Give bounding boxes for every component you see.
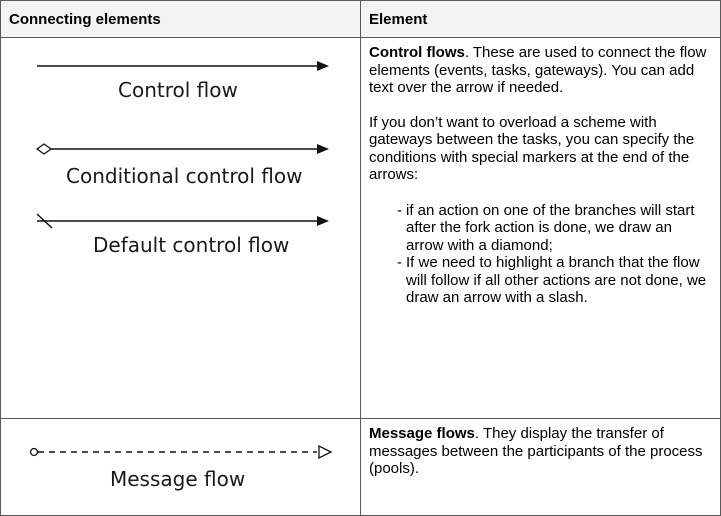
message-flows-diagram: Message flow bbox=[29, 444, 333, 491]
table-row-control-flows: Control flow Conditional control flow De… bbox=[0, 37, 721, 419]
slash-marker-icon bbox=[36, 213, 53, 229]
header-connecting-elements: Connecting elements bbox=[0, 0, 361, 38]
conditional-control-flow-arrow bbox=[35, 143, 329, 155]
control-flows-bullet-list: -if an action on one of the branches wil… bbox=[369, 202, 712, 307]
control-flows-paragraph: If you don’t want to overload a scheme w… bbox=[369, 113, 695, 184]
default-control-flow-arrow bbox=[36, 213, 329, 229]
message-flows-diagram-cell: Message flow bbox=[0, 418, 361, 516]
control-flow-arrow bbox=[37, 61, 329, 71]
message-flow-label: Message flow bbox=[110, 467, 245, 491]
table-row-message-flows: Message flow Message flows. They display… bbox=[0, 418, 721, 516]
list-item: -If we need to highlight a branch that t… bbox=[397, 254, 707, 306]
header-element: Element bbox=[360, 0, 721, 38]
control-flows-diagram: Control flow Conditional control flow De… bbox=[35, 61, 329, 257]
message-flows-intro-text: . They display the transfer of messages … bbox=[369, 425, 703, 477]
message-flow-arrow bbox=[29, 444, 333, 460]
default-control-flow-label: Default control flow bbox=[93, 233, 289, 257]
table-header-row: Connecting elements Element bbox=[0, 0, 721, 38]
open-arrowhead-icon bbox=[318, 444, 333, 460]
conditional-control-flow-label: Conditional control flow bbox=[66, 164, 302, 188]
message-flows-intro: Message flows. They display the transfer… bbox=[369, 425, 712, 478]
list-item: -if an action on one of the branches wil… bbox=[397, 201, 695, 254]
circle-marker-icon bbox=[29, 447, 39, 457]
control-flows-title: Control flows bbox=[369, 44, 465, 61]
control-flows-intro: Control flows. These are used to connect… bbox=[369, 44, 712, 97]
diamond-marker-icon bbox=[35, 143, 53, 155]
message-flows-title: Message flows bbox=[369, 425, 475, 442]
control-flows-intro-text: . These are used to connect the flow ele… bbox=[369, 44, 707, 96]
control-flows-diagram-cell: Control flow Conditional control flow De… bbox=[0, 37, 361, 419]
control-flow-label: Control flow bbox=[118, 78, 238, 102]
message-flows-description-cell: Message flows. They display the transfer… bbox=[360, 418, 721, 516]
control-flows-description-cell: Control flows. These are used to connect… bbox=[360, 37, 721, 419]
